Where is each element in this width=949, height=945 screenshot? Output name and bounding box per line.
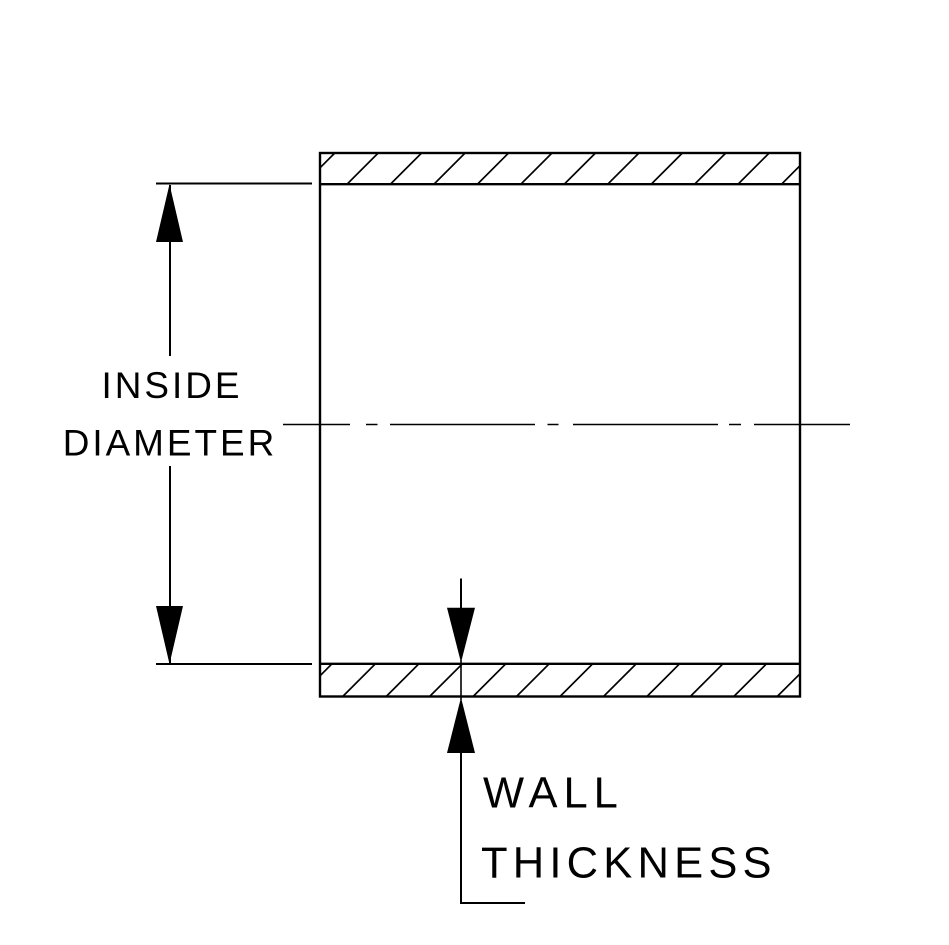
svg-text:WALL: WALL: [483, 770, 624, 818]
svg-text:THICKNESS: THICKNESS: [481, 839, 777, 887]
svg-text:DIAMETER: DIAMETER: [63, 422, 278, 463]
svg-text:INSIDE: INSIDE: [102, 365, 243, 406]
